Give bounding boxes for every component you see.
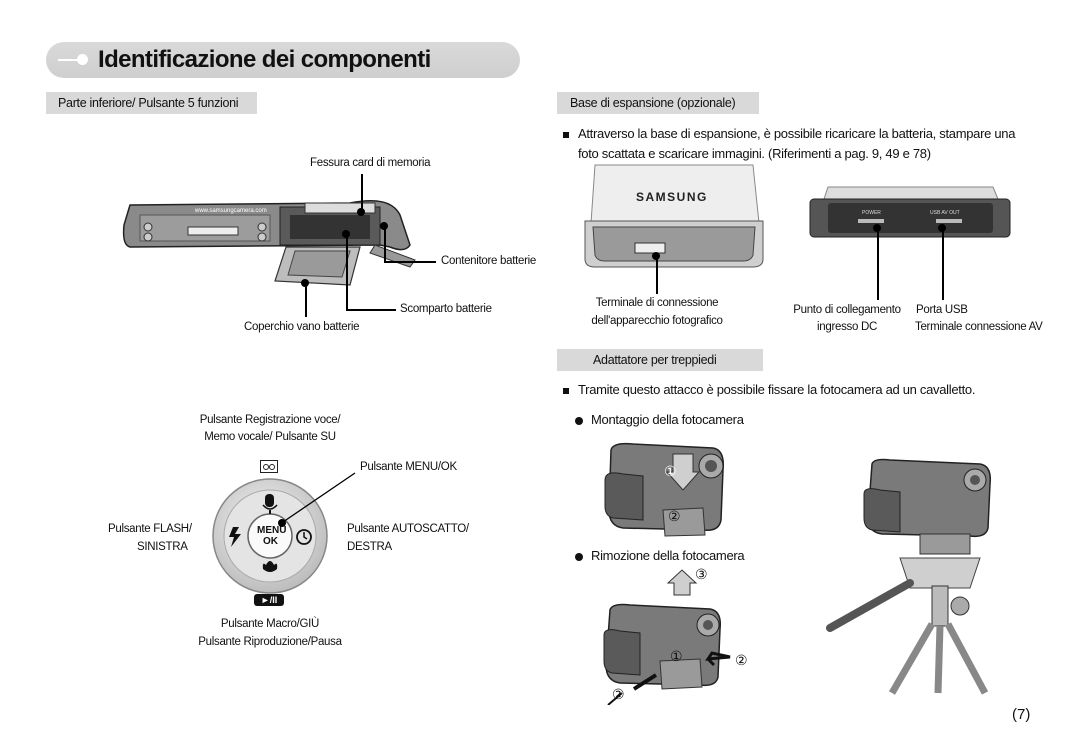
callout-dot: [342, 230, 350, 238]
step-mark-one: ①: [664, 463, 677, 479]
title-line-icon: [58, 59, 80, 61]
page-number: (7): [1012, 706, 1031, 723]
callout-battery-holder-h: [384, 261, 436, 263]
label-card-slot: Fessura card di memoria: [310, 157, 431, 169]
callout-compartment-h: [346, 309, 396, 311]
callout-card-slot: [361, 174, 363, 212]
dock-description-line1: Attraverso la base di espansione, è poss…: [563, 126, 1015, 141]
label-voice-line1: Pulsante Registrazione voce/: [199, 414, 341, 426]
callout-dot: [380, 222, 388, 230]
five-function-dpad: [212, 478, 328, 594]
label-flash-line1: Pulsante FLASH/: [108, 523, 192, 535]
label-menu-ok: Pulsante MENU/OK: [360, 461, 457, 473]
play-pause-icon: ►/II: [254, 594, 284, 606]
label-battery-cover: Coperchio vano batterie: [244, 321, 360, 333]
dock-back-usb-label: USB AV OUT: [930, 210, 960, 216]
title-dot-icon: [77, 54, 88, 65]
label-terminal-line2: dell'apparecchio fotografico: [591, 315, 723, 327]
step-mark-three: ③: [695, 566, 708, 582]
step-mark-two-right: ②: [735, 652, 748, 668]
tripod-illustration: [826, 458, 992, 695]
label-usb-line1: Porta USB: [916, 304, 968, 316]
section-tripod-adapter: Adattatore per treppiedi: [557, 349, 763, 371]
section-bottom-5-functions: Parte inferiore/ Pulsante 5 funzioni: [46, 92, 257, 114]
callout-dc: [877, 228, 879, 300]
label-voice-line2: Memo vocale/ Pulsante SU: [204, 431, 336, 443]
callout-menu-ok-line: [282, 472, 356, 523]
remove-heading: Rimozione della fotocamera: [575, 548, 745, 563]
callout-dot: [873, 224, 881, 232]
step-mark-one-remove: ①: [670, 648, 683, 664]
camera-url-text: www.samsungcamera.com: [195, 208, 267, 214]
dock-back-illustration: [809, 186, 1011, 238]
callout-dot: [278, 519, 286, 527]
callout-dot: [652, 252, 660, 260]
dock-brand-logo: SAMSUNG: [636, 190, 708, 204]
dock-front-illustration: [584, 164, 764, 268]
callout-cover: [305, 283, 307, 317]
step-mark-two: ②: [668, 508, 681, 524]
label-macro-line2: Pulsante Riproduzione/Pausa: [198, 636, 342, 648]
label-battery-holder: Contenitore batterie: [441, 255, 537, 267]
label-timer-line1: Pulsante AUTOSCATTO/: [347, 523, 469, 535]
menu-label: MENU: [257, 525, 287, 536]
tripod-description: Tramite questo attacco è possibile fissa…: [563, 382, 975, 397]
label-timer-line2: DESTRA: [347, 541, 392, 553]
mount-illustration: [604, 442, 725, 537]
label-macro-line1: Pulsante Macro/GIÙ: [220, 618, 320, 630]
page-title: Identificazione dei componenti: [98, 46, 431, 73]
remove-illustration: [603, 569, 731, 705]
dock-back-power-label: POWER: [862, 210, 881, 216]
ok-label: OK: [263, 536, 278, 547]
dock-description-line2: foto scattata e scaricare immagini. (Rif…: [578, 146, 931, 161]
section-expansion-base: Base di espansione (opzionale): [557, 92, 759, 114]
label-flash-line2: SINISTRA: [137, 541, 188, 553]
voice-memo-icon: [260, 460, 278, 473]
label-battery-compartment: Scomparto batterie: [400, 303, 492, 315]
step-mark-two-left: ②: [612, 686, 625, 702]
label-dc-line1: Punto di collegamento: [793, 304, 901, 316]
callout-dot: [357, 208, 365, 216]
callout-compartment-v: [346, 234, 348, 310]
callout-battery-holder-v: [384, 226, 386, 262]
callout-terminal: [656, 256, 658, 294]
title-banner: [46, 42, 520, 78]
callout-dot: [301, 279, 309, 287]
label-terminal-line1: Terminale di connessione: [595, 297, 719, 309]
label-dc-line2: ingresso DC: [817, 321, 877, 333]
mount-heading: Montaggio della fotocamera: [575, 412, 744, 427]
label-usb-line2: Terminale connessione AV: [915, 321, 1043, 333]
callout-dot: [938, 224, 946, 232]
callout-usb: [942, 228, 944, 300]
